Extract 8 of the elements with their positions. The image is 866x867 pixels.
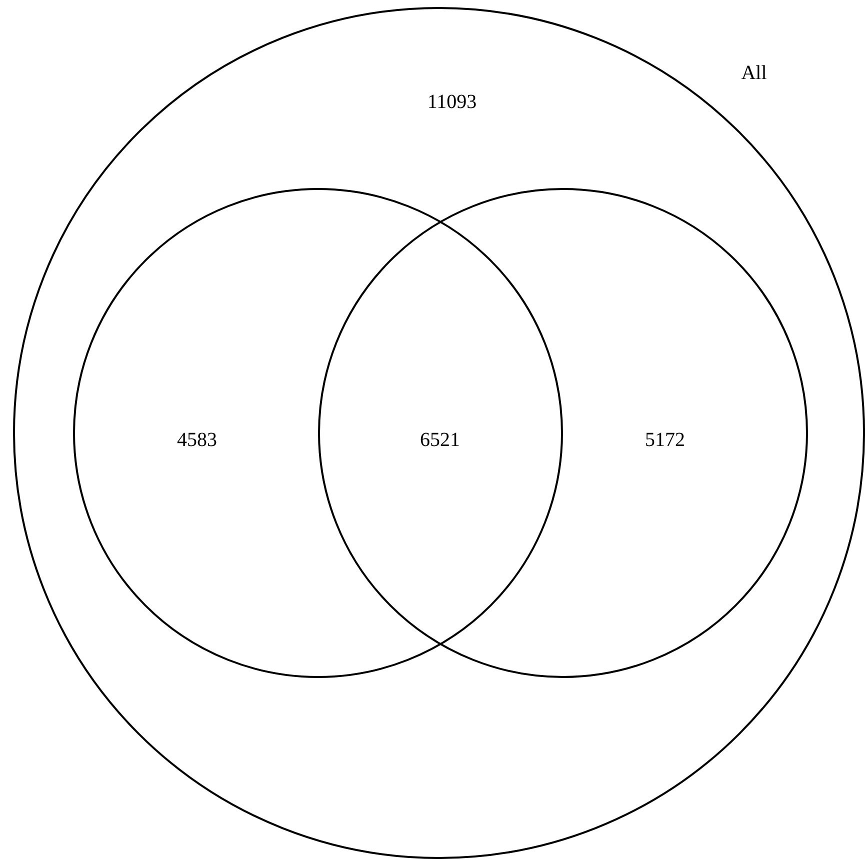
count-label: 11093	[427, 92, 477, 112]
count-label: 6521	[420, 430, 460, 450]
count-label: 5172	[645, 430, 685, 450]
set-circle	[318, 188, 808, 678]
set-circle	[13, 7, 865, 859]
set-circle	[73, 188, 563, 678]
count-label: 4583	[177, 430, 217, 450]
set-label: All	[741, 63, 767, 83]
